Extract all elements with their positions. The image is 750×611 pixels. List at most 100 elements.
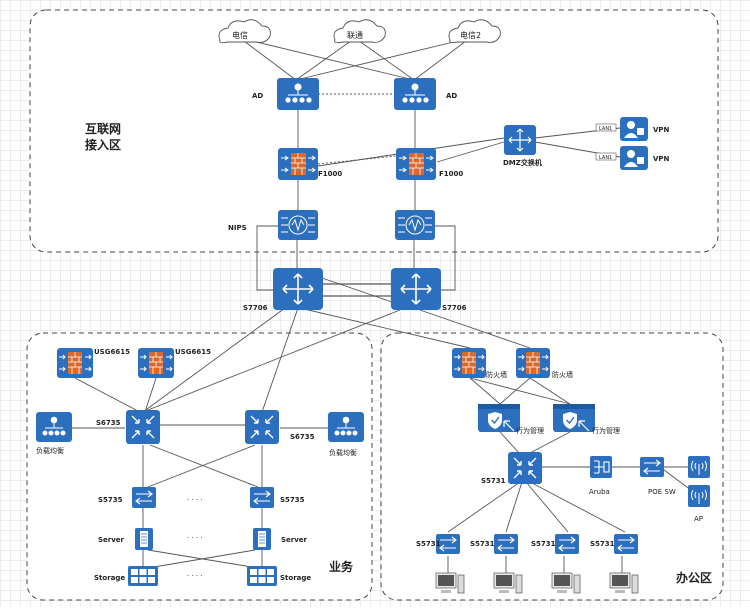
- aggregation-icon: [250, 415, 274, 439]
- dmz-label: DMZ交换机: [503, 158, 542, 167]
- poe-label: POE SW: [648, 488, 676, 496]
- poe-switch: [640, 457, 664, 477]
- load-balancer-right: [328, 412, 364, 442]
- vpn-user-icon: [624, 121, 644, 138]
- dots-s5735: · · · ·: [187, 496, 203, 504]
- switch-s6735-right: [245, 410, 279, 444]
- bm-left-label: 行为管理: [516, 426, 544, 435]
- firewall-icon: [399, 153, 434, 175]
- nips-device-left: [278, 210, 318, 240]
- aggregation-icon: [513, 457, 537, 479]
- lan1-tag: [595, 123, 617, 132]
- core-switch-s7706-right: [391, 268, 441, 310]
- s6735-left-label: S6735: [96, 419, 121, 427]
- server-left: [135, 528, 153, 550]
- office-core-switch-s5731: [508, 452, 542, 484]
- cloud-telecom-label: 电信: [232, 30, 248, 40]
- cloud-unicom: 联通: [333, 19, 386, 44]
- switch-icon: [135, 490, 153, 505]
- storage-right: [247, 566, 277, 586]
- s5731-d-label: S5731: [590, 540, 615, 548]
- s7706-left-label: S7706: [243, 304, 268, 312]
- cloud-telecom2: 电信2: [448, 19, 501, 44]
- fw-left-label: 防火墙: [486, 370, 507, 379]
- office-firewall-left: [452, 348, 486, 378]
- s5731-c-label: S5731: [531, 540, 556, 548]
- s6735-right-label: S6735: [290, 433, 315, 441]
- aruba-label: Aruba: [589, 488, 610, 496]
- storage-icon: [250, 569, 274, 583]
- server-right-label: Server: [281, 536, 308, 544]
- f1000-right-label: F1000: [439, 170, 463, 178]
- dots-server: · · · ·: [187, 534, 203, 542]
- switch-s6735-left: [126, 410, 160, 444]
- internet-zone-label-line2: 接入区: [85, 137, 121, 152]
- office-zone-label: 办公区: [676, 570, 712, 585]
- cloud-telecom: 电信: [218, 19, 271, 44]
- ap-label: AP: [694, 515, 703, 523]
- s5735-left-label: S5735: [98, 496, 123, 504]
- internet-zone-label-line1: 互联网: [85, 122, 121, 136]
- firewall-icon: [518, 352, 549, 374]
- switch-s5735-right: [250, 487, 274, 508]
- cloud-telecom2-label: 电信2: [460, 30, 481, 40]
- desktop-computer-icon: [609, 572, 639, 594]
- load-balancer-left: [36, 412, 72, 442]
- ad-right-label: AD: [446, 92, 457, 100]
- wifi-antenna-icon: [691, 460, 707, 475]
- nips-device-right: [395, 210, 435, 240]
- ips-icon: [281, 215, 315, 235]
- usg1-label: USG6615: [94, 348, 130, 356]
- vpn-device-1: [620, 117, 648, 141]
- business-zone-label: 业务: [329, 559, 354, 574]
- aggregation-icon: [131, 415, 155, 439]
- storage-right-label: Storage: [280, 574, 311, 582]
- desktop-computer-icon: [435, 572, 465, 594]
- pc-2: [493, 572, 523, 594]
- shield-check-icon: [563, 412, 590, 432]
- internet-zone: [29, 9, 719, 253]
- server-icon: [140, 531, 148, 547]
- desktop-computer-icon: [493, 572, 523, 594]
- dots-storage: · · · ·: [187, 572, 203, 580]
- server-right: [253, 528, 271, 550]
- hierarchy-icon: [285, 83, 312, 103]
- pc-4: [609, 572, 639, 594]
- firewall-usg6615-right: [138, 348, 174, 378]
- storage-icon: [131, 569, 155, 583]
- ad-device-right: [394, 78, 436, 110]
- firewall-icon: [59, 352, 92, 374]
- hierarchy-icon: [334, 416, 358, 436]
- firewall-icon: [281, 153, 316, 175]
- storage-left-label: Storage: [94, 574, 125, 582]
- office-firewall-right: [516, 348, 550, 378]
- storage-left: [128, 566, 158, 586]
- lan2-tag: [595, 152, 617, 161]
- lan1-tag-label: LAN1: [599, 126, 612, 132]
- lan2-tag-label: LAN1: [599, 155, 612, 161]
- aruba-controller: [590, 456, 612, 478]
- access-switch-s5731-a: [436, 534, 460, 554]
- firewall-icon: [454, 352, 485, 374]
- switch-icon: [558, 536, 576, 552]
- lb-left-label: 负载均衡: [36, 446, 64, 455]
- switch-icon: [617, 536, 635, 552]
- switch-s5735-left: [132, 487, 156, 508]
- fw-right-label: 防火墙: [552, 370, 573, 379]
- vpn2-label: VPN: [653, 155, 670, 163]
- ips-icon: [398, 215, 432, 235]
- switch-icon: [253, 490, 271, 505]
- behavior-mgmt-right: [553, 404, 595, 432]
- vpn1-label: VPN: [653, 126, 670, 134]
- server-left-label: Server: [98, 536, 125, 544]
- f1000-left-label: F1000: [318, 170, 342, 178]
- s5731-a-label: S5731: [416, 540, 441, 548]
- vpn-device-2: [620, 146, 648, 170]
- access-point-1: [688, 456, 710, 478]
- access-switch-s5731-c: [555, 534, 579, 554]
- access-switch-s5731-d: [614, 534, 638, 554]
- s5735-right-label: S5735: [280, 496, 305, 504]
- firewall-icon: [140, 352, 173, 374]
- internet-zone-label: 互联网接入区: [85, 122, 121, 152]
